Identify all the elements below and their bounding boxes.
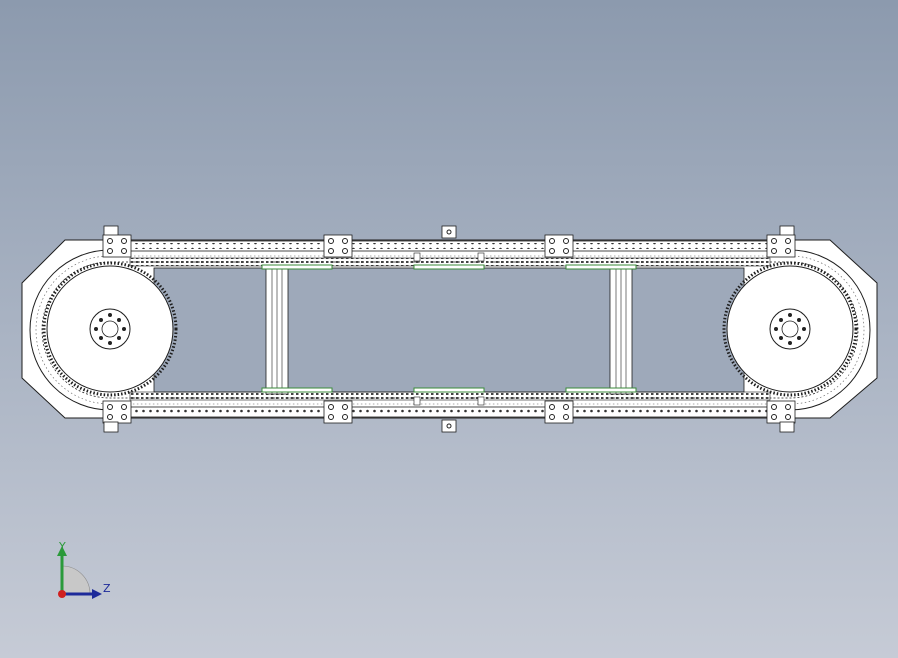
bottom-chain [129, 391, 771, 401]
frame-opening [153, 267, 745, 393]
x-axis-dot [58, 590, 66, 598]
z-axis-arrowhead [92, 589, 102, 599]
left-support-column[interactable] [265, 265, 289, 395]
top-rail-holes [132, 243, 768, 249]
orientation-triad[interactable] [44, 536, 124, 606]
carrier-plates [261, 252, 637, 406]
triad-plane-icon [61, 565, 91, 595]
z-axis-label: Z [103, 582, 111, 595]
y-axis-label: Y [59, 540, 66, 553]
bottom-rail-holes [132, 409, 768, 415]
right-sprocket[interactable] [722, 261, 858, 397]
y-axis-arrowhead [57, 546, 67, 556]
top-brackets[interactable] [102, 225, 796, 258]
right-support-column[interactable] [609, 265, 633, 395]
left-sprocket[interactable] [42, 261, 178, 397]
chain-track-inner [41, 261, 859, 399]
bottom-brackets[interactable] [102, 400, 796, 433]
